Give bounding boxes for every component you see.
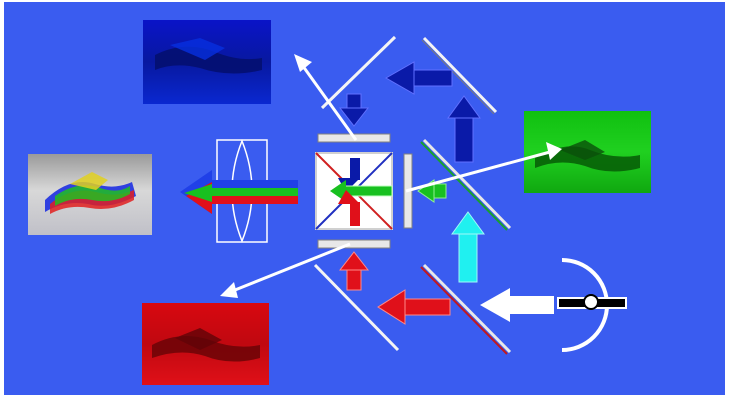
lcd-panel-red (317, 239, 391, 249)
arrow-blue-up (447, 95, 481, 163)
arrow-blue-top (384, 61, 453, 95)
fold-mirror-bottom-left (313, 263, 400, 352)
arrow-white-source (480, 288, 554, 322)
dichroic-mirror-green (420, 138, 512, 231)
fold-mirror-top-right (421, 36, 498, 115)
fold-mirror-top-left (320, 35, 397, 110)
pointer-to-red-image (220, 242, 351, 298)
image-composite (28, 154, 152, 235)
prism-arrow-red (338, 190, 360, 226)
arrow-rgb-output (180, 170, 298, 214)
image-green (524, 111, 651, 193)
arrow-red-up (338, 251, 370, 291)
prism-arrow-blue (338, 158, 360, 192)
dichroic-mirror-red (420, 263, 512, 355)
lamp-icon (557, 294, 627, 310)
arrow-blue-down (338, 93, 370, 127)
image-red (142, 303, 269, 385)
pointer-to-blue-image (294, 54, 358, 141)
image-blue (143, 20, 271, 104)
prism-arrow-green (330, 180, 393, 202)
arrow-red-bottom (377, 289, 451, 325)
arrow-cyan (451, 211, 485, 283)
pointer-to-green-image (405, 142, 562, 193)
